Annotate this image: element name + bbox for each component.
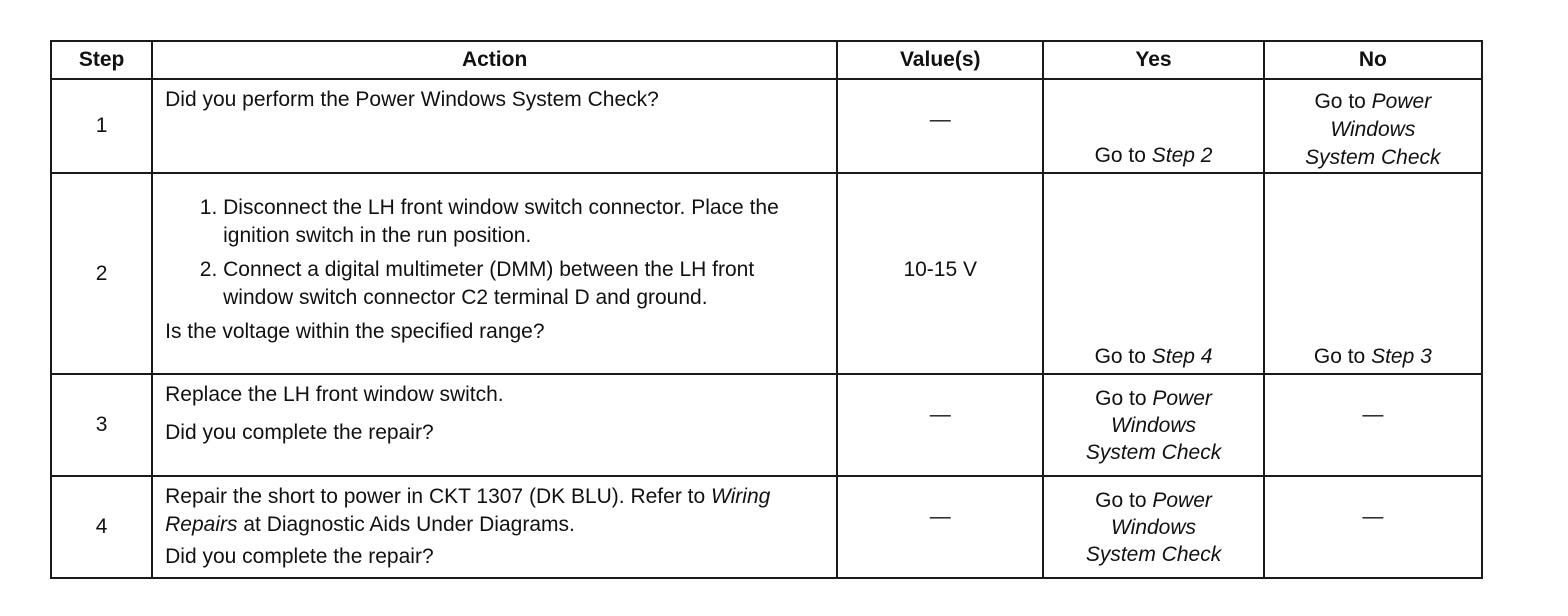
value-dash: —: [929, 108, 951, 131]
step-number: 3: [49, 373, 154, 477]
no-dash: —: [1362, 505, 1384, 528]
action-text: Repair the short to power in CKT 1307 (D…: [165, 483, 824, 539]
no-link-power-windows-line1[interactable]: Power: [1371, 90, 1432, 113]
action-list: Disconnect the LH front window switch co…: [165, 194, 824, 312]
diagnostic-table: Step Action Value(s) Yes No 1 Did you pe…: [49, 40, 1484, 579]
action-question: Is the voltage within the specified rang…: [165, 320, 545, 343]
header-no: No: [1262, 40, 1484, 80]
action-text-a: Repair the short to power in CKT 1307 (D…: [165, 485, 711, 508]
table-row: 4 Repair the short to power in CKT 1307 …: [49, 475, 1484, 579]
value-cell: —: [836, 475, 1045, 579]
table-body: 1 Did you perform the Power Windows Syst…: [49, 78, 1484, 579]
action-cell: Repair the short to power in CKT 1307 (D…: [151, 475, 839, 579]
yes-cell: Go to Step 2: [1042, 78, 1265, 174]
no-prefix: Go to: [1313, 345, 1372, 368]
yes-link-power-windows-line1[interactable]: Power: [1152, 489, 1212, 512]
step-number: 1: [49, 78, 154, 174]
table-header: Step Action Value(s) Yes No: [49, 40, 1484, 80]
no-link-step-3[interactable]: Step 3: [1371, 345, 1432, 368]
header-step: Step: [49, 40, 154, 80]
no-cell: Go to Power Windows System Check: [1262, 78, 1484, 174]
yes-link-power-windows-line3[interactable]: System Check: [1085, 441, 1222, 464]
action-question: Did you complete the repair?: [165, 421, 434, 444]
header-values: Value(s): [836, 40, 1045, 80]
value-dash: —: [929, 403, 951, 426]
no-link-power-windows-line3[interactable]: System Check: [1305, 146, 1441, 169]
no-cell: —: [1262, 475, 1484, 579]
yes-cell: Go to Power Windows System Check: [1042, 475, 1265, 579]
header-action: Action: [151, 40, 839, 80]
table-row: 3 Replace the LH front window switch. Di…: [49, 373, 1484, 477]
action-text-b: at Diagnostic Aids Under Diagrams.: [237, 513, 575, 536]
step-number: 4: [49, 475, 154, 579]
action-cell: Disconnect the LH front window switch co…: [151, 172, 839, 375]
yes-link-power-windows-line1[interactable]: Power: [1152, 387, 1212, 410]
action-text: Replace the LH front window switch.: [165, 383, 504, 406]
action-ref-wiring-repairs[interactable]: Wiring Repairs: [165, 485, 771, 536]
value-voltage-range: 10-15 V: [903, 258, 978, 281]
step-number: 2: [49, 172, 154, 375]
action-question: Did you perform the Power Windows System…: [165, 88, 659, 111]
yes-link-power-windows-line3[interactable]: System Check: [1085, 543, 1222, 566]
value-cell: 10-15 V: [836, 172, 1045, 375]
yes-prefix: Go to: [1094, 144, 1152, 167]
no-link-power-windows-line2[interactable]: Windows: [1330, 118, 1416, 141]
action-cell: Replace the LH front window switch. Did …: [151, 373, 839, 477]
no-dash: —: [1362, 403, 1384, 426]
value-cell: —: [836, 78, 1045, 174]
yes-link-power-windows-line2[interactable]: Windows: [1111, 516, 1197, 539]
header-row: Step Action Value(s) Yes No: [49, 40, 1484, 80]
action-question: Did you complete the repair?: [165, 545, 434, 568]
value-dash: —: [929, 505, 951, 528]
action-cell: Did you perform the Power Windows System…: [151, 78, 839, 174]
yes-prefix: Go to: [1095, 489, 1153, 512]
no-cell: —: [1262, 373, 1484, 477]
table-row: 1 Did you perform the Power Windows Syst…: [49, 78, 1484, 174]
yes-link-step-2[interactable]: Step 2: [1151, 144, 1213, 167]
no-prefix: Go to: [1314, 90, 1372, 113]
value-cell: —: [836, 373, 1045, 477]
action-item-1: Disconnect the LH front window switch co…: [223, 194, 824, 250]
no-cell: Go to Step 3: [1262, 172, 1484, 375]
yes-prefix: Go to: [1094, 345, 1152, 368]
yes-cell: Go to Power Windows System Check: [1042, 373, 1265, 477]
header-yes: Yes: [1042, 40, 1265, 80]
yes-prefix: Go to: [1095, 387, 1153, 410]
yes-link-power-windows-line2[interactable]: Windows: [1111, 414, 1197, 437]
table-row: 2 Disconnect the LH front window switch …: [49, 172, 1484, 375]
yes-link-step-4[interactable]: Step 4: [1151, 345, 1213, 368]
action-item-2: Connect a digital multimeter (DMM) betwe…: [223, 256, 824, 312]
yes-cell: Go to Step 4: [1042, 172, 1265, 375]
